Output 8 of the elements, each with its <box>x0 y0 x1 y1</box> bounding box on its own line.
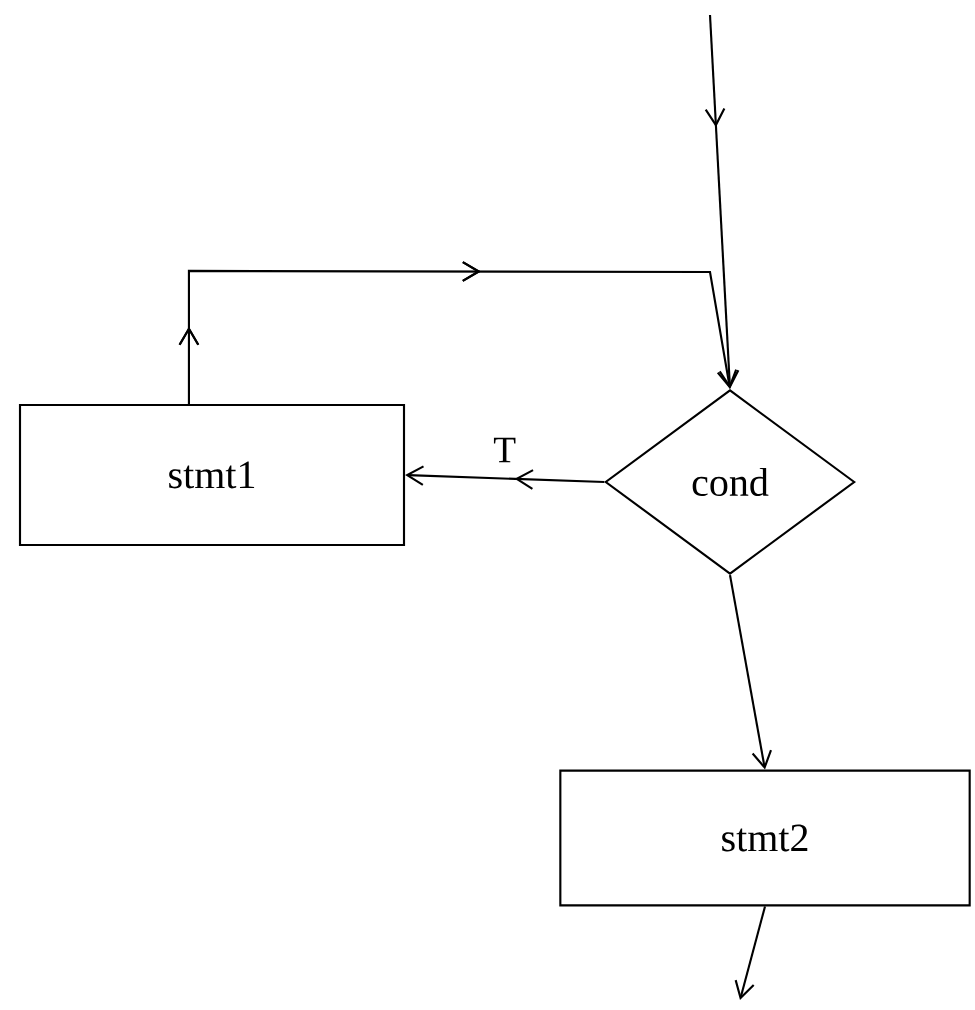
process-box: stmt2 <box>559 769 971 907</box>
arrow <box>405 465 605 490</box>
arrow <box>734 906 767 1000</box>
process-box: stmt1 <box>18 403 406 547</box>
arrow <box>178 261 738 404</box>
arrow <box>728 574 772 770</box>
arrow <box>704 14 740 389</box>
edge-label: T <box>490 435 519 465</box>
